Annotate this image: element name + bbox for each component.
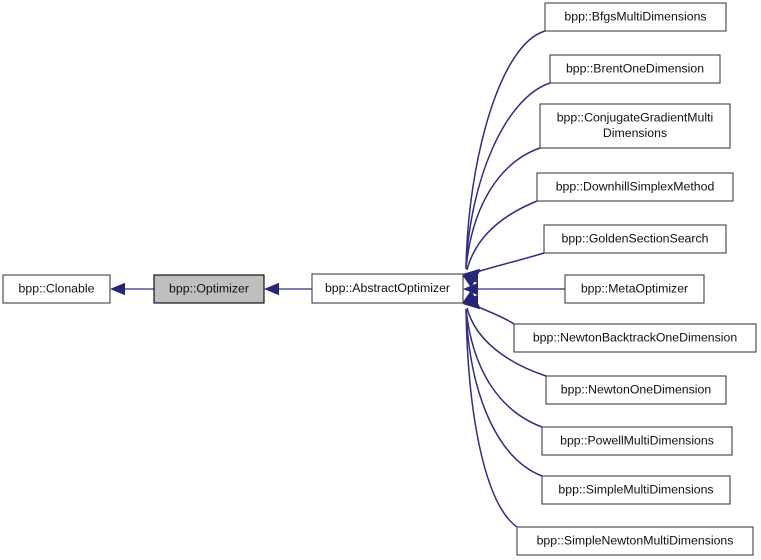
node-downhill-simplex-method-label: bpp::DownhillSimplexMethod (556, 179, 715, 193)
node-newton-one-dimension-label: bpp::NewtonOneDimension (561, 382, 712, 396)
edges-layer (110, 30, 565, 528)
node-meta-optimizer-box[interactable] (564, 274, 705, 304)
node-meta-optimizer-label: bpp::MetaOptimizer (581, 281, 688, 295)
edge-abstract-meta (463, 282, 565, 296)
edge-abstract-golden (463, 252, 545, 284)
node-abstract-optimizer-box[interactable] (311, 273, 464, 304)
node-brent-one-dimension-box[interactable] (549, 54, 721, 84)
node-clonable-box[interactable] (2, 274, 111, 304)
node-powell-multi-dimensions[interactable]: bpp::PowellMultiDimensions (541, 426, 733, 456)
node-simple-multi-dimensions-label: bpp::SimpleMultiDimensions (558, 482, 713, 496)
edge-abstract-newton-one-path (466, 307, 547, 377)
node-bfgs-multi-dimensions-label: bpp::BfgsMultiDimensions (564, 9, 706, 23)
node-powell-multi-dimensions-box[interactable] (541, 426, 733, 456)
node-simple-multi-dimensions-box[interactable] (541, 475, 731, 505)
node-optimizer[interactable]: bpp::Optimizer (153, 274, 265, 304)
edge-abstract-meta-arrowhead (463, 282, 478, 296)
edge-abstract-bfgs-path (465, 30, 546, 269)
node-bfgs-multi-dimensions[interactable]: bpp::BfgsMultiDimensions (544, 2, 727, 32)
node-abstract-optimizer[interactable]: bpp::AbstractOptimizer (311, 273, 464, 304)
node-conjugate-gradient-multi-dimensions-box[interactable] (539, 103, 731, 149)
node-simple-newton-multi-dimensions-label: bpp::SimpleNewtonMultiDimensions (537, 533, 734, 547)
edge-abstract-simple (463, 292, 543, 477)
edge-abstract-golden-path (467, 252, 545, 276)
node-golden-section-search-label: bpp::GoldenSectionSearch (562, 231, 709, 245)
edge-abstract-powell (463, 291, 543, 428)
node-downhill-simplex-method[interactable]: bpp::DownhillSimplexMethod (536, 172, 734, 202)
edge-optimizer-abstract-arrowhead (264, 282, 279, 296)
edge-clonable-optimizer-arrowhead (110, 282, 125, 296)
node-newton-backtrack-one-dimension-label: bpp::NewtonBacktrackOneDimension (533, 330, 738, 344)
edge-abstract-brent-path (465, 82, 551, 269)
node-optimizer-label: bpp::Optimizer (169, 281, 249, 295)
edge-clonable-optimizer (110, 282, 154, 296)
node-meta-optimizer[interactable]: bpp::MetaOptimizer (564, 274, 705, 304)
node-powell-multi-dimensions-label: bpp::PowellMultiDimensions (560, 433, 714, 447)
edge-abstract-bfgs (463, 30, 546, 286)
edge-abstract-powell-path (465, 308, 543, 428)
node-optimizer-box[interactable] (153, 274, 265, 304)
node-golden-section-search[interactable]: bpp::GoldenSectionSearch (543, 224, 727, 254)
node-newton-one-dimension-box[interactable] (545, 375, 727, 405)
node-brent-one-dimension-label: bpp::BrentOneDimension (566, 61, 704, 75)
node-golden-section-search-box[interactable] (543, 224, 727, 254)
edge-abstract-conjugate-path (465, 147, 541, 270)
node-abstract-optimizer-label: bpp::AbstractOptimizer (325, 281, 450, 295)
node-simple-newton-multi-dimensions-box[interactable] (516, 526, 754, 556)
node-downhill-simplex-method-box[interactable] (536, 172, 734, 202)
edge-abstract-simple-newton-path (465, 309, 518, 528)
node-clonable-label: bpp::Clonable (19, 281, 95, 295)
node-conjugate-gradient-multi-dimensions-label: Dimensions (603, 126, 667, 140)
node-newton-backtrack-one-dimension[interactable]: bpp::NewtonBacktrackOneDimension (513, 323, 757, 353)
node-newton-one-dimension[interactable]: bpp::NewtonOneDimension (545, 375, 727, 405)
node-clonable[interactable]: bpp::Clonable (2, 274, 111, 304)
edge-abstract-downhill-path (466, 200, 538, 271)
node-bfgs-multi-dimensions-box[interactable] (544, 2, 727, 32)
node-newton-backtrack-one-dimension-box[interactable] (513, 323, 757, 353)
edge-abstract-golden-arrowhead (463, 270, 478, 284)
node-brent-one-dimension[interactable]: bpp::BrentOneDimension (549, 54, 721, 84)
edge-abstract-simple-path (465, 309, 543, 477)
edge-optimizer-abstract (264, 282, 312, 296)
edge-abstract-simple-newton-arrowhead (463, 292, 480, 310)
node-conjugate-gradient-multi-dimensions-label: bpp::ConjugateGradientMulti (557, 111, 714, 125)
edge-abstract-conjugate (463, 147, 541, 287)
node-simple-multi-dimensions[interactable]: bpp::SimpleMultiDimensions (541, 475, 731, 505)
edge-abstract-simple-newton (463, 292, 518, 528)
node-simple-newton-multi-dimensions[interactable]: bpp::SimpleNewtonMultiDimensions (516, 526, 754, 556)
